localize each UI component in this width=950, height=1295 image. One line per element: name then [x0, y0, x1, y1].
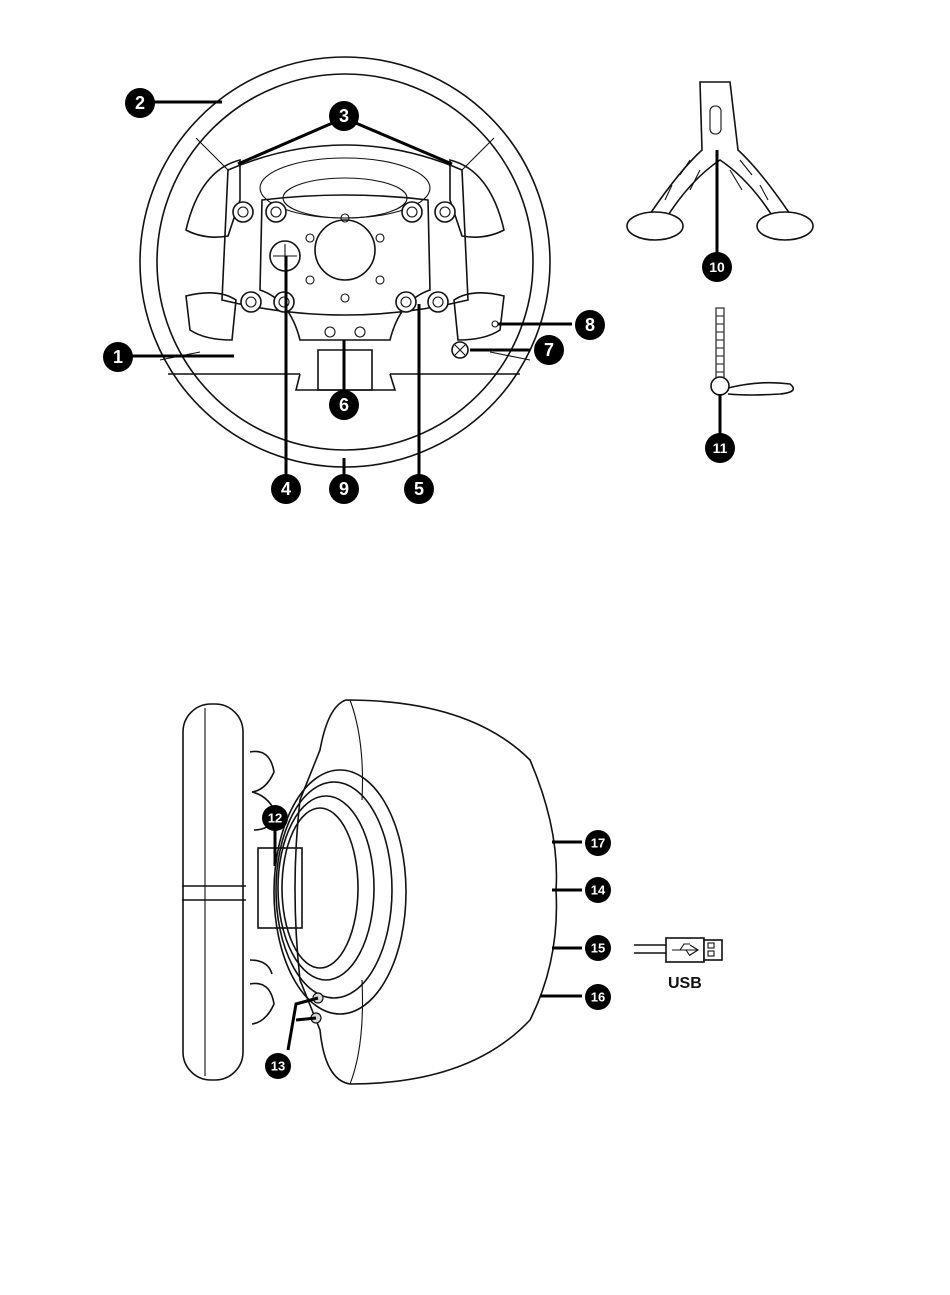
callout-11: 11: [705, 433, 735, 463]
callout-4-label: 4: [281, 479, 291, 499]
callout-6-label: 6: [339, 395, 349, 415]
led-indicator: [492, 321, 498, 327]
callout-9: 9: [329, 474, 359, 504]
callout-8-label: 8: [585, 315, 595, 335]
mounting-screw: [711, 308, 793, 436]
callout-10-label: 10: [709, 259, 725, 275]
callout-4: 4: [271, 474, 301, 504]
callout-13: 13: [265, 1053, 291, 1079]
usb-label: USB: [668, 975, 702, 992]
callout-14: 14: [585, 877, 611, 903]
callout-10: 10: [702, 252, 732, 282]
callout-2-label: 2: [135, 93, 145, 113]
callout-15-label: 15: [591, 941, 605, 956]
callout-7: 7: [534, 335, 564, 365]
callout-15: 15: [585, 935, 611, 961]
left-top-buttons: [233, 202, 286, 222]
callout-8: 8: [575, 310, 605, 340]
callout-16-label: 16: [591, 990, 605, 1005]
callout-9-label: 9: [339, 479, 349, 499]
callout-6: 6: [329, 390, 359, 420]
callout-17: 17: [585, 830, 611, 856]
callout-2: 2: [125, 88, 155, 118]
callout-5-label: 5: [414, 479, 424, 499]
callout-7-label: 7: [544, 340, 554, 360]
callout-3-label: 3: [339, 106, 349, 126]
callout-17-label: 17: [591, 836, 605, 851]
callout-12: 12: [262, 805, 288, 831]
wheel-side-view: [182, 700, 556, 1084]
usb-connector-icon: [634, 938, 722, 962]
callout-12-label: 12: [268, 811, 282, 826]
callout-11-label: 11: [713, 440, 728, 456]
callout-13-label: 13: [271, 1059, 285, 1074]
callout-1-label: 1: [113, 347, 123, 367]
xbox-logo-icon: [452, 342, 468, 358]
callout-16: 16: [585, 984, 611, 1010]
rim-stand: [627, 82, 813, 256]
callout-1: 1: [103, 342, 133, 372]
callout-3: 3: [329, 101, 359, 131]
callout-5: 5: [404, 474, 434, 504]
callout-14-label: 14: [591, 883, 606, 898]
